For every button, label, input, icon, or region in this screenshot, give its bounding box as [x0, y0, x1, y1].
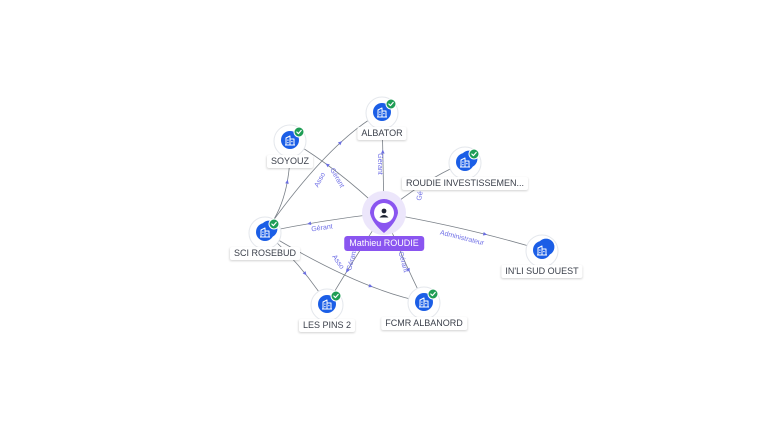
edge-arrow-icon	[325, 163, 330, 168]
edge-arrow-icon	[380, 149, 385, 154]
check-mark	[471, 151, 477, 157]
verified-check-icon	[385, 98, 397, 110]
company-node-inli[interactable]	[525, 234, 559, 268]
company-node-sci-rosebud[interactable]	[248, 216, 282, 250]
edge-label: Gérant	[397, 251, 409, 274]
verified-check-icon	[427, 288, 439, 300]
building-icon	[460, 157, 470, 168]
edge-arrow-icon	[337, 141, 343, 146]
edge-label: Gérant	[346, 249, 358, 272]
edge-label: Gé	[416, 191, 425, 202]
company-label[interactable]: ROUDIE INVESTISSEMEN...	[401, 177, 529, 190]
verified-check-icon	[268, 218, 280, 230]
company-label[interactable]: SCI ROSEBUD	[229, 247, 301, 260]
building-icon	[419, 297, 429, 308]
edge-arrow-icon	[307, 221, 312, 226]
check-mark	[388, 101, 394, 107]
edge-label: Administrateur	[439, 229, 485, 247]
edge-label: Gérant	[311, 223, 333, 233]
person-label[interactable]: Mathieu ROUDIE	[344, 236, 424, 251]
person-node[interactable]	[362, 191, 406, 235]
company-label[interactable]: IN'LI SUD OUEST	[501, 265, 583, 278]
edge-arrow-icon	[285, 179, 289, 184]
company-label[interactable]: FCMR ALBANORD	[381, 317, 467, 330]
company-node-fcmr[interactable]	[407, 286, 441, 320]
company-node-les-pins[interactable]	[310, 288, 344, 322]
edge-label: Gérant	[328, 167, 345, 189]
edge-label: Asso	[330, 254, 345, 271]
edge-arrow-icon	[406, 267, 410, 273]
verified-check-icon	[330, 290, 342, 302]
check-mark	[430, 291, 436, 297]
company-label[interactable]: SOYOUZ	[266, 155, 314, 168]
company-label[interactable]: ALBATOR	[357, 127, 407, 140]
edge-label: Gérant	[376, 153, 383, 174]
building-icon	[537, 245, 547, 256]
company-label[interactable]: LES PINS 2	[298, 319, 356, 332]
edge-arrow-icon	[482, 232, 488, 236]
check-mark	[333, 293, 339, 299]
edge-arrow-icon	[345, 268, 350, 273]
edge-arrow-icon	[302, 271, 307, 276]
building-icon	[322, 299, 332, 310]
company-node-soyouz[interactable]	[273, 124, 307, 158]
edge-arrow-icon	[368, 283, 373, 288]
building-icon	[377, 107, 387, 118]
building-icon	[260, 227, 270, 238]
verified-check-icon	[293, 126, 305, 138]
company-node-albator[interactable]	[365, 96, 399, 130]
edge-label: Asso	[314, 172, 328, 189]
check-mark	[271, 221, 277, 227]
verified-check-icon	[468, 148, 480, 160]
person-icon	[379, 208, 389, 218]
check-mark	[296, 129, 302, 135]
company-node-roudie-inv[interactable]	[448, 146, 482, 180]
building-icon	[285, 135, 295, 146]
